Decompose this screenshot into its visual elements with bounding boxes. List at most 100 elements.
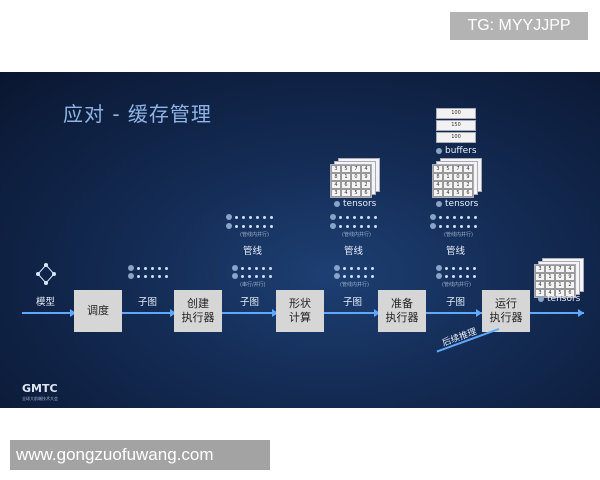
pipeline-dots bbox=[430, 223, 481, 229]
edge-label: 子图 bbox=[446, 297, 466, 308]
flow-arrow bbox=[170, 309, 176, 317]
tensor-cell: 3 bbox=[535, 265, 545, 273]
tensor-cell: 5 bbox=[545, 265, 555, 273]
model-label: 模型 bbox=[36, 297, 56, 308]
gmtc-logo: GMTC bbox=[22, 382, 58, 395]
tensor-cell: 1 bbox=[545, 273, 555, 281]
followup-arrow: 后续推理 bbox=[433, 317, 506, 360]
tensor-cell: 4 bbox=[463, 165, 473, 173]
tensor-cell: 0 bbox=[555, 273, 565, 281]
tensors-label: tensors bbox=[538, 294, 580, 304]
followup-label: 后续推理 bbox=[441, 327, 479, 349]
tensors-label: tensors bbox=[436, 199, 478, 209]
run-executor-box: 运行 执行器 bbox=[482, 290, 530, 332]
tensor-cell: 4 bbox=[443, 189, 453, 197]
pipeline-label: 管线 bbox=[344, 246, 364, 257]
subgraph-dots bbox=[334, 265, 378, 271]
tensor-cell: 7 bbox=[453, 165, 463, 173]
tensor-cell: 3 bbox=[331, 189, 341, 197]
subgraph-dots bbox=[128, 273, 172, 279]
edge-label: 子图 bbox=[138, 297, 158, 308]
tensor-cell: 1 bbox=[555, 281, 565, 289]
tensor-cell: 8 bbox=[535, 273, 545, 281]
mini-note: (管线内并行) bbox=[240, 232, 269, 238]
tensors-text: tensors bbox=[445, 199, 479, 209]
mini-note: (串行/并行) bbox=[240, 282, 266, 288]
subgraph-dots bbox=[232, 273, 276, 279]
tensor-cell: 4 bbox=[341, 189, 351, 197]
buffers-text: buffers bbox=[445, 146, 477, 156]
tensors-text: tensors bbox=[547, 294, 581, 304]
tensor-cell: 2 bbox=[565, 281, 575, 289]
buffer-cell: 100 bbox=[436, 108, 476, 119]
shape-compute-box: 形状 计算 bbox=[276, 290, 324, 332]
tensor-cell: 1 bbox=[453, 181, 463, 189]
tensor-cell: 6 bbox=[545, 281, 555, 289]
tensor-cell: 1 bbox=[351, 181, 361, 189]
mini-note: (管线内并行) bbox=[442, 282, 471, 288]
pipeline-dots bbox=[226, 214, 277, 220]
tensor-cell: 5 bbox=[443, 165, 453, 173]
tensor-cell: 8 bbox=[433, 173, 443, 181]
tensor-cell: 4 bbox=[433, 181, 443, 189]
pipeline-dots bbox=[330, 214, 381, 220]
tensor-cell: 6 bbox=[565, 289, 575, 297]
tensor-cell: 6 bbox=[443, 181, 453, 189]
pipeline-label: 管线 bbox=[446, 246, 466, 257]
slide: 应对 - 缓存管理 模型 调度 创建 执行器 形状 计算 准备 执行器 运行 执… bbox=[0, 72, 600, 408]
tensor-cell: 4 bbox=[535, 281, 545, 289]
tensor-cell: 9 bbox=[463, 173, 473, 181]
tensor-cell: 9 bbox=[565, 273, 575, 281]
mini-note: (管线内并行) bbox=[342, 232, 371, 238]
tensor-cell: 6 bbox=[361, 189, 371, 197]
tensor-cell: 4 bbox=[331, 181, 341, 189]
tensor-cell: 6 bbox=[463, 189, 473, 197]
tensor-cell: 8 bbox=[331, 173, 341, 181]
tensor-cell: 9 bbox=[361, 173, 371, 181]
flow-arrow bbox=[70, 309, 76, 317]
pipeline-label: 管线 bbox=[243, 246, 263, 257]
tensor-cell: 1 bbox=[443, 173, 453, 181]
mini-note: (管线内并行) bbox=[340, 282, 369, 288]
edge-label: 子图 bbox=[343, 297, 363, 308]
flow-arrow bbox=[476, 309, 482, 317]
buffer-cell: 150 bbox=[436, 120, 476, 131]
tensor-cell: 5 bbox=[341, 165, 351, 173]
mini-note: (管线内并行) bbox=[444, 232, 473, 238]
model-graph-icon bbox=[36, 263, 56, 285]
pipeline-dots bbox=[226, 223, 277, 229]
tensor-cell: 2 bbox=[463, 181, 473, 189]
tensor-cell: 4 bbox=[565, 265, 575, 273]
tensor-cell: 3 bbox=[331, 165, 341, 173]
tensor-cell: 0 bbox=[453, 173, 463, 181]
flow-arrow bbox=[374, 309, 380, 317]
tensor-cell: 7 bbox=[351, 165, 361, 173]
buffers-table: 100 150 100 bbox=[436, 108, 476, 144]
tensor-cell: 7 bbox=[555, 265, 565, 273]
tensor-cell: 5 bbox=[351, 189, 361, 197]
buffers-label: buffers bbox=[436, 146, 477, 156]
prepare-executor-box: 准备 执行器 bbox=[378, 290, 426, 332]
flow-arrow bbox=[578, 309, 584, 317]
tensors-label: tensors bbox=[334, 199, 376, 209]
create-executor-box: 创建 执行器 bbox=[174, 290, 222, 332]
watermark-top: TG: MYYJJPP bbox=[450, 12, 588, 40]
subgraph-dots bbox=[436, 273, 480, 279]
subgraph-dots bbox=[128, 265, 172, 271]
tensor-cell: 3 bbox=[433, 165, 443, 173]
tensor-cell: 6 bbox=[341, 181, 351, 189]
subgraph-dots bbox=[436, 265, 480, 271]
tensor-cell: 1 bbox=[341, 173, 351, 181]
tensor-cell: 5 bbox=[453, 189, 463, 197]
tensor-cell: 4 bbox=[545, 289, 555, 297]
tensor-cell: 3 bbox=[433, 189, 443, 197]
edge-label: 子图 bbox=[240, 297, 260, 308]
flow-arrow bbox=[272, 309, 278, 317]
tensor-cell: 0 bbox=[351, 173, 361, 181]
tensor-cell: 5 bbox=[555, 289, 565, 297]
slide-title: 应对 - 缓存管理 bbox=[63, 102, 212, 126]
schedule-box: 调度 bbox=[74, 290, 122, 332]
